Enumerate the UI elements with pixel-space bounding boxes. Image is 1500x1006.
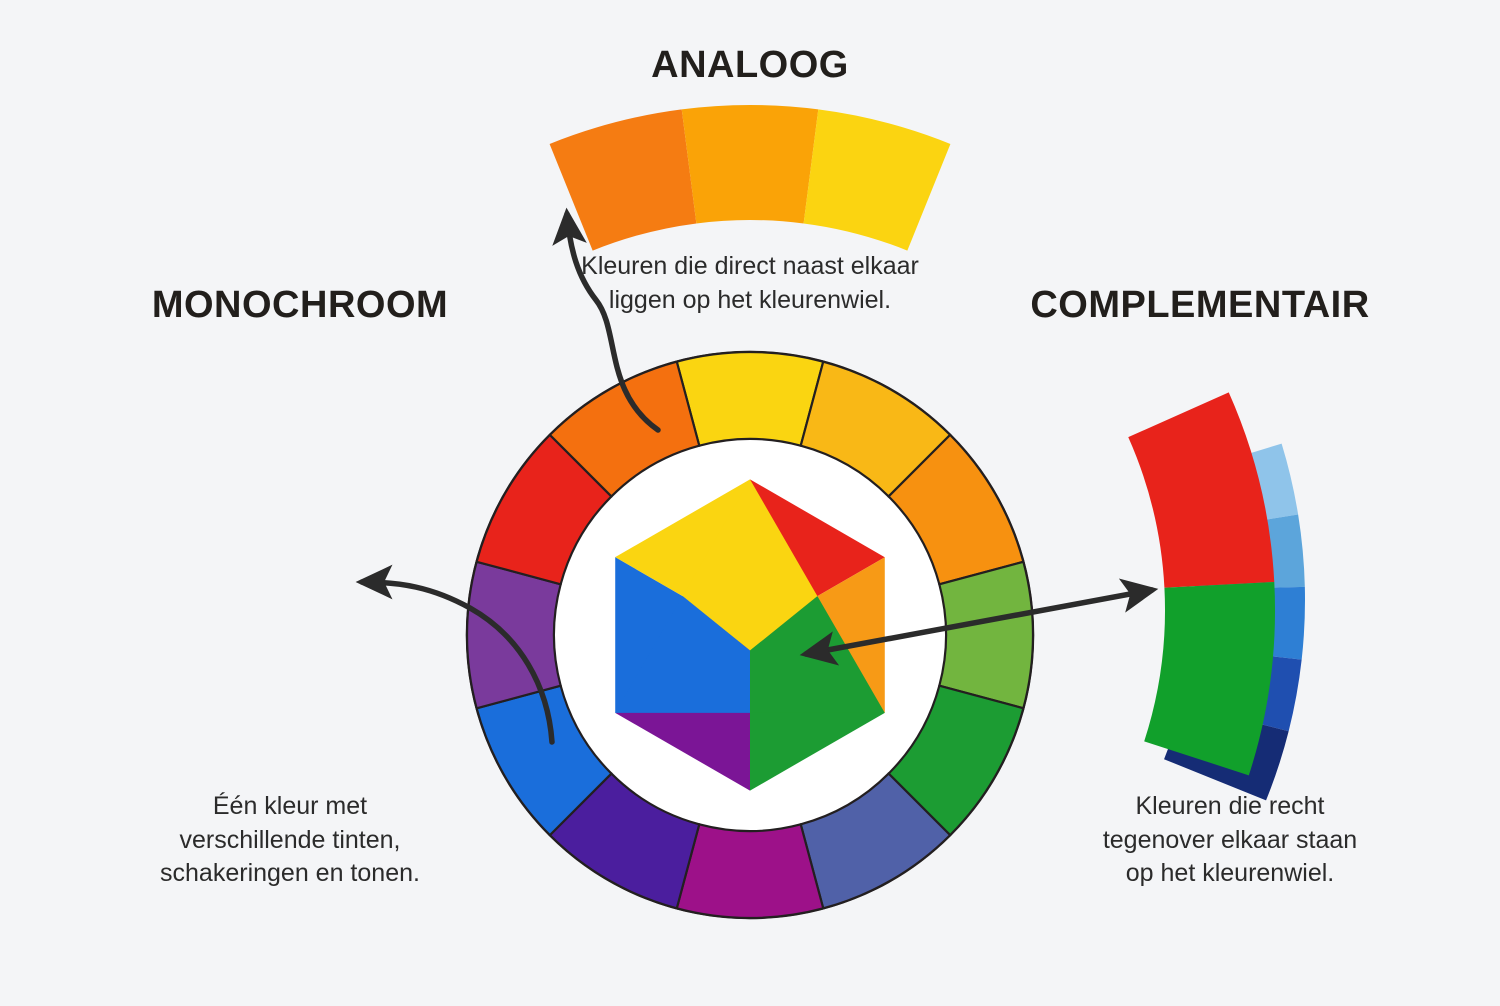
complementary-band-2[interactable] bbox=[1144, 582, 1276, 776]
wheel-segment-red-orange[interactable] bbox=[548, 360, 701, 498]
wheel-segment-red-violet[interactable] bbox=[465, 560, 563, 710]
caption-analogous: Kleuren die direct naast elkaar liggen o… bbox=[581, 252, 919, 314]
primary-kite-yellow[interactable] bbox=[682, 479, 818, 651]
heading-monochrome: MONOCHROOM bbox=[151, 284, 449, 326]
analogous-band-2[interactable] bbox=[681, 105, 819, 224]
heading-complementary: COMPLEMENTAIR bbox=[1030, 284, 1370, 326]
analogous-arrow bbox=[552, 207, 661, 433]
monochrome-arrow bbox=[355, 564, 555, 745]
analogous-band-1[interactable] bbox=[549, 109, 697, 251]
primary-kite-blue[interactable] bbox=[615, 596, 750, 713]
analogous-band-3[interactable] bbox=[803, 109, 951, 251]
wheel-segment-yellow-green[interactable] bbox=[937, 560, 1035, 710]
wheel-segment-magenta[interactable] bbox=[675, 822, 825, 920]
complementary-band-1[interactable] bbox=[1128, 392, 1275, 588]
caption-monochrome: Één kleur met verschillende tinten, scha… bbox=[160, 792, 420, 887]
complementary-arrow bbox=[799, 578, 1159, 666]
analogous-swatch[interactable] bbox=[549, 105, 951, 251]
caption-complementary: Kleuren die recht tegenover elkaar staan… bbox=[1102, 792, 1358, 887]
wheel-segment-yellow[interactable] bbox=[675, 350, 825, 448]
complementary-swatch[interactable] bbox=[1128, 392, 1276, 776]
color-wheel bbox=[465, 350, 1035, 920]
heading-analogous: ANALOOG bbox=[651, 44, 849, 86]
